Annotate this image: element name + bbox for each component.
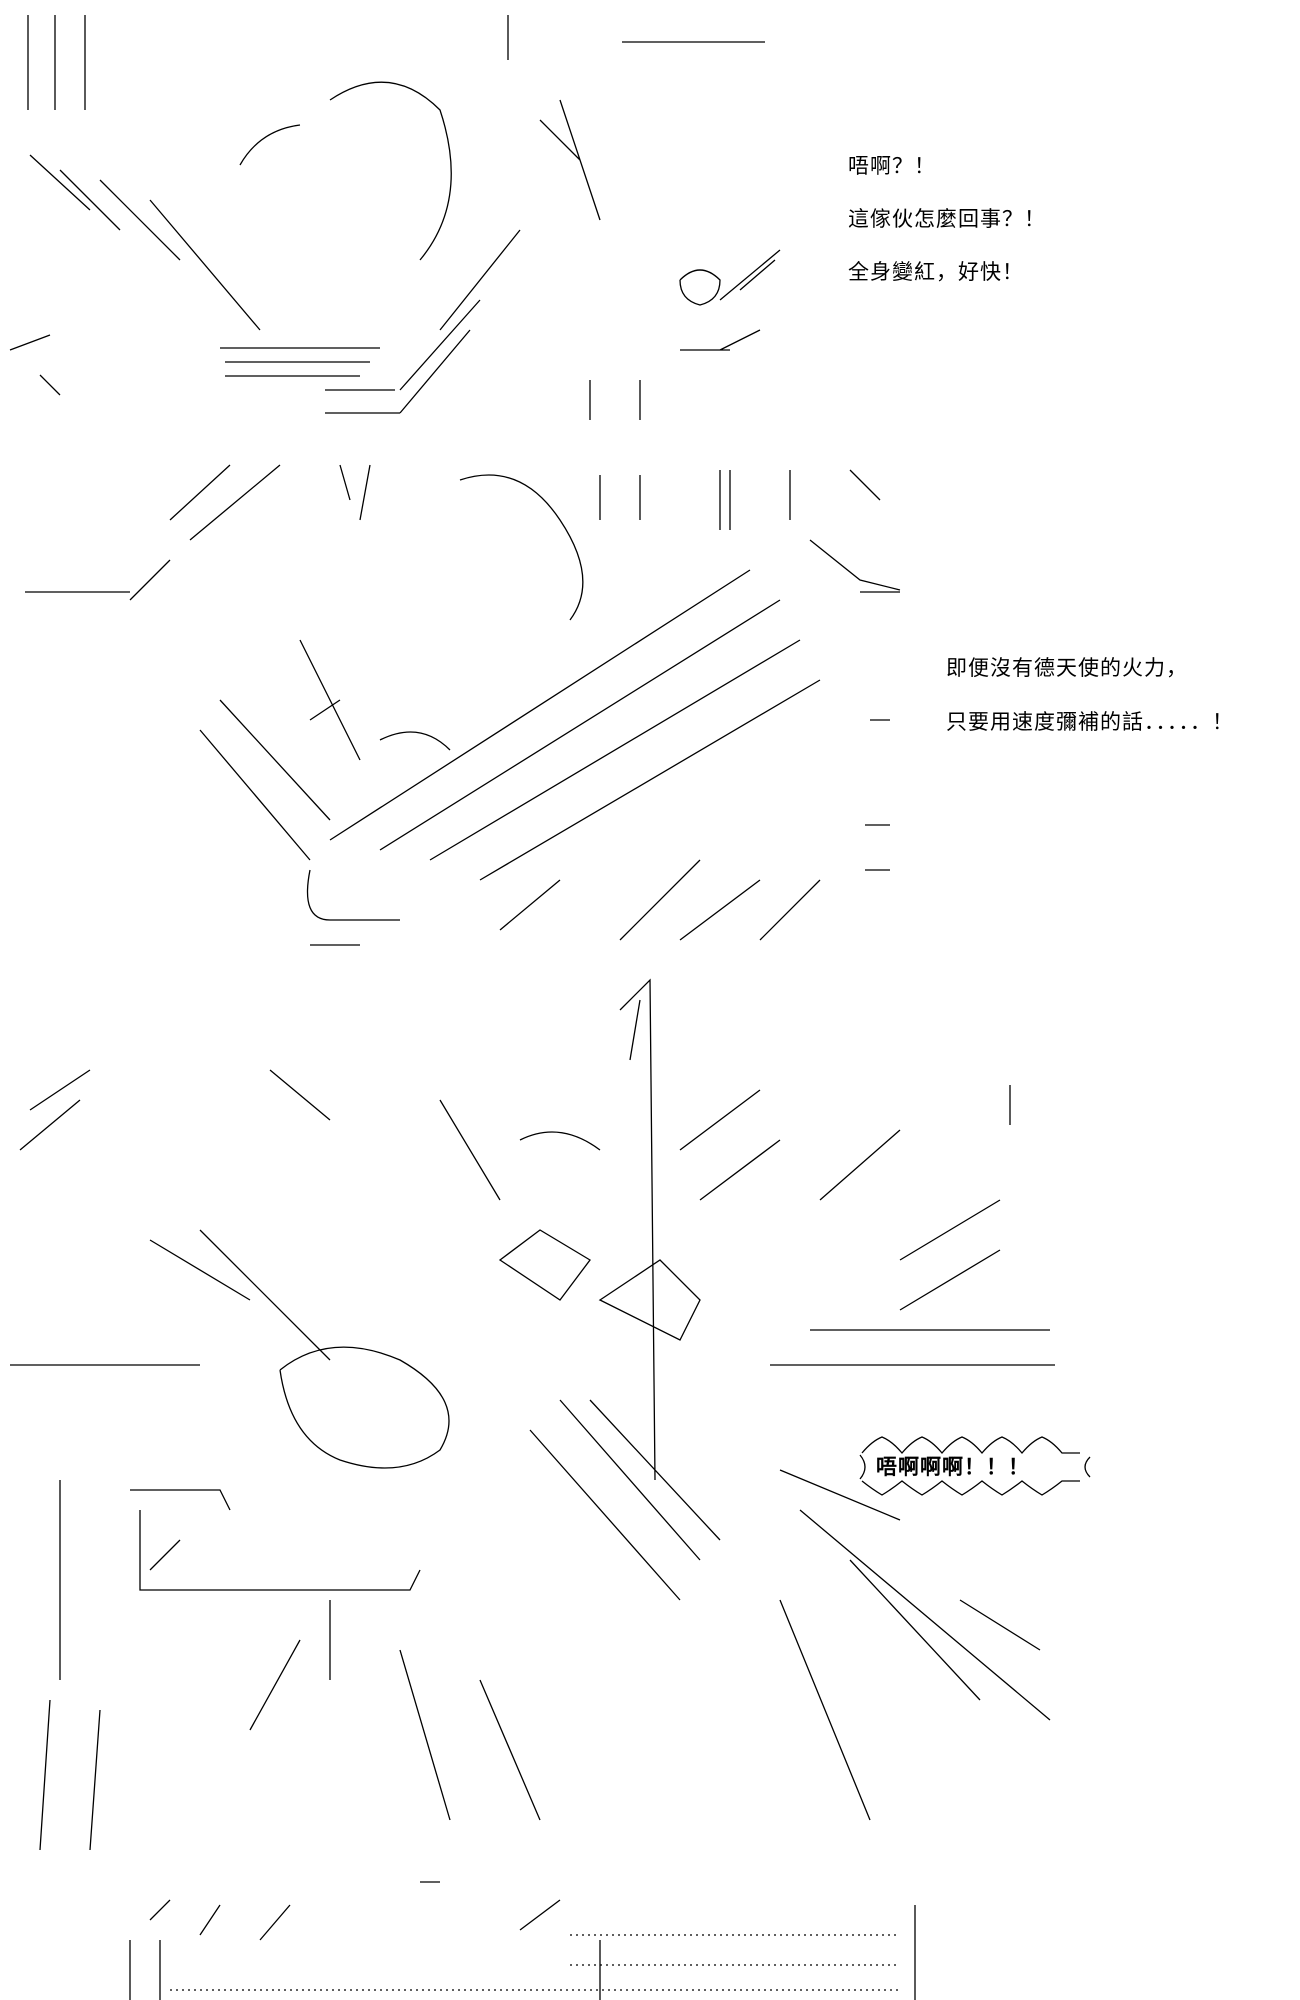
shout-text: 唔啊啊啊！！！ xyxy=(876,1455,1030,1479)
dialogue-line: 這傢伙怎麼回事？！ xyxy=(848,207,1046,231)
shout-bubble xyxy=(859,1436,1091,1496)
dialogue-line: 即便沒有德天使的火力， xyxy=(946,656,1188,680)
panel1-art xyxy=(9,15,781,420)
panel2-art xyxy=(25,464,901,946)
dialogue-line: 唔啊？！ xyxy=(848,154,936,178)
panel4-art xyxy=(129,1881,916,2000)
dialogue-line: 全身變紅，好快！ xyxy=(848,260,1024,284)
panel3-art xyxy=(10,978,1055,1851)
dialogue-line: 只要用速度彌補的話．．．．．！ xyxy=(946,710,1234,734)
